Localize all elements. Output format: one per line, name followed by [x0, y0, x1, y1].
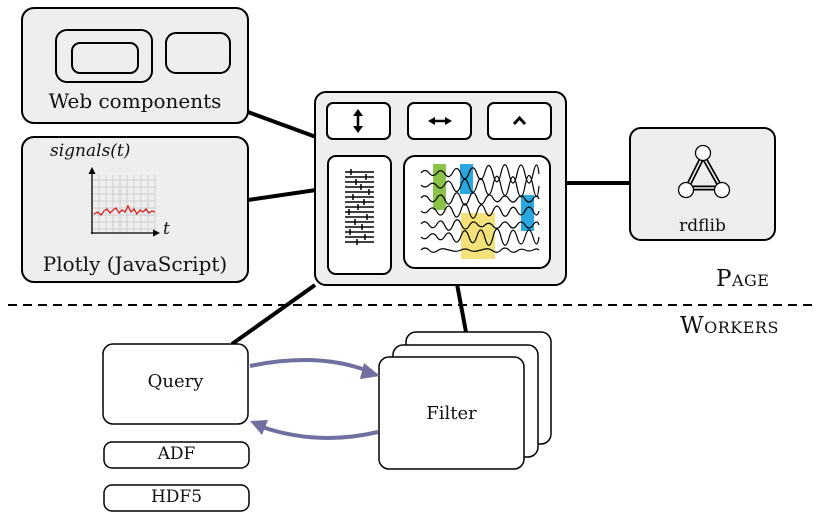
triangle-graph-icon: [677, 144, 731, 199]
query-label: Query: [147, 371, 204, 392]
hdf5-label: HDF5: [150, 487, 203, 507]
plotly-signal-trace: [93, 204, 156, 216]
filter-stack: [378, 331, 552, 470]
signals-panel[interactable]: [403, 155, 551, 269]
plotly-x-axis-label: t: [163, 219, 170, 239]
workers-section-label: Workers: [680, 313, 779, 339]
adf-box: [103, 441, 250, 469]
horizontal-arrows-icon: [428, 117, 452, 125]
hdf5-box: [103, 484, 250, 512]
plotly-y-arrowhead: [88, 167, 96, 174]
connector-page-to-filter: [455, 283, 468, 333]
filter-label: Filter: [426, 403, 477, 424]
highlight-yellow: [461, 213, 495, 259]
plotly-x-arrowhead: [153, 229, 160, 237]
collapse-button[interactable]: [487, 102, 552, 140]
rdflib-box: [629, 127, 776, 241]
horizontal-scale-button[interactable]: [407, 102, 472, 140]
plotly-y-axis-label: signals(t): [50, 141, 131, 161]
connector-page-to-query: [230, 283, 317, 346]
plotly-label: Plotly (JavaScript): [42, 252, 228, 276]
highlight-blue-right: [521, 195, 534, 231]
filter-to-query-arrowhead: [250, 420, 268, 435]
signal-traces: [420, 164, 540, 253]
adf-label: ADF: [157, 444, 196, 464]
plotly-grid: [92, 175, 156, 233]
page-section-label: Page: [716, 266, 770, 292]
query-to-filter-arrowhead: [360, 363, 380, 379]
vertical-arrows-icon: [353, 109, 363, 133]
web-components-label: Web components: [48, 89, 222, 113]
filter-to-query-arrow: [261, 425, 379, 440]
query-to-filter-arrow: [249, 358, 369, 373]
sliders-panel[interactable]: [327, 155, 392, 275]
rdflib-label: rdflib: [679, 216, 726, 236]
connector-plotly-to-page: [247, 188, 317, 202]
query-box: [102, 343, 249, 425]
plotly-box: [21, 136, 249, 283]
sliders-icon: [345, 169, 374, 245]
vertical-scale-button[interactable]: [326, 102, 391, 140]
caret-up-icon: [512, 115, 527, 125]
web-components-box: [21, 7, 249, 124]
connector-web-to-page: [247, 110, 317, 139]
